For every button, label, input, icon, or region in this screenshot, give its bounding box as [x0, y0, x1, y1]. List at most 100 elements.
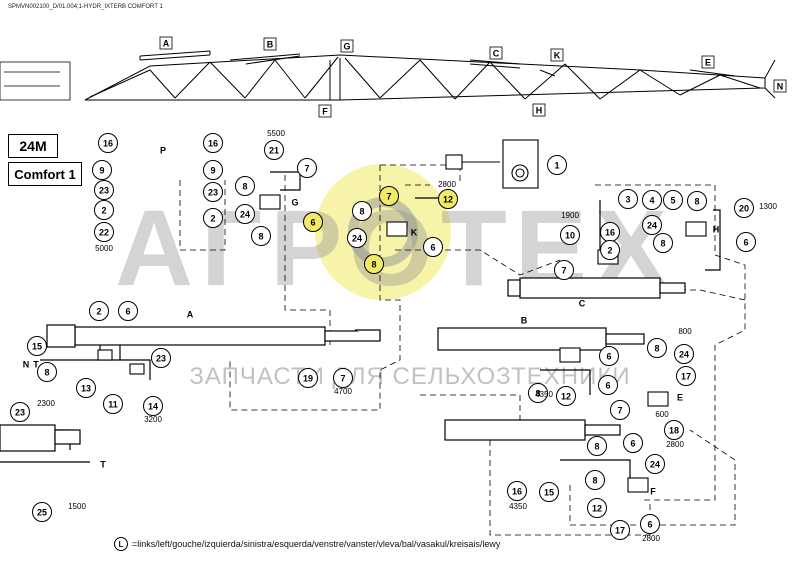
part-number: 6 [430, 242, 435, 252]
part-number: 6 [310, 217, 315, 227]
part-callout: 14 [143, 396, 163, 416]
hose-length-label: 1500 [68, 502, 86, 511]
part-number: 9 [210, 165, 215, 175]
part-number: 3 [625, 194, 630, 204]
part-callout: 24 [642, 215, 662, 235]
part-number: 17 [615, 525, 625, 535]
part-number: 8 [592, 475, 597, 485]
cylinder-a [46, 324, 381, 348]
part-number: 4 [649, 195, 654, 205]
hose-length-label: 2800 [666, 440, 684, 449]
legend-symbol: L [114, 537, 128, 551]
part-callout: 23 [94, 180, 114, 200]
part-callout: 4 [642, 190, 662, 210]
part-callout: 8 [364, 254, 384, 274]
part-callout: 6 [118, 301, 138, 321]
part-callout: 16 [203, 133, 223, 153]
part-callout: 17 [676, 366, 696, 386]
part-callout: 21 [264, 140, 284, 160]
group-letter: T [33, 360, 39, 370]
part-number: 8 [44, 367, 49, 377]
boom-section-tag: B [263, 37, 277, 51]
part-callout: 7 [379, 186, 399, 206]
part-number: 23 [15, 407, 25, 417]
part-callout: 15 [27, 336, 47, 356]
part-number: 11 [108, 399, 118, 409]
boom-section-tag: C [489, 46, 503, 60]
group-letter: A [187, 310, 194, 320]
hose-length-label: 5000 [95, 244, 113, 253]
part-callout: 7 [297, 158, 317, 178]
boom-section-tag: F [318, 104, 332, 118]
group-letter: H [713, 225, 720, 235]
part-callout: 24 [347, 228, 367, 248]
part-callout: 8 [251, 226, 271, 246]
part-number: 6 [125, 306, 130, 316]
part-callout: 8 [687, 191, 707, 211]
part-callout: 9 [203, 160, 223, 180]
part-number: 20 [739, 203, 749, 213]
part-number: 7 [304, 163, 309, 173]
part-callout: 16 [600, 222, 620, 242]
part-number: 23 [208, 187, 218, 197]
part-number: 14 [148, 401, 158, 411]
part-number: 8 [535, 388, 540, 398]
boom-size-label: 24M [8, 134, 58, 158]
boom-section-tag: N [773, 79, 787, 93]
hose-length-label: 4350 [509, 502, 527, 511]
part-number: 1 [554, 160, 559, 170]
legend: L =links/left/gouche/izquierda/sinistra/… [114, 537, 500, 551]
watermark-sub: ЗАПЧАСТИ ДЛЯ СЕЛЬХОЗТЕХНИКИ [189, 363, 630, 390]
group-letter: K [411, 228, 418, 238]
part-number: 8 [654, 343, 659, 353]
part-callout: 13 [76, 378, 96, 398]
part-number: 6 [647, 519, 652, 529]
hose-length-label: 3200 [144, 415, 162, 424]
part-number: 2 [96, 306, 101, 316]
cylinder-e [507, 277, 686, 299]
part-number: 7 [561, 265, 566, 275]
part-callout: 6 [640, 514, 660, 534]
part-number: 21 [269, 145, 279, 155]
part-callout: 24 [674, 344, 694, 364]
group-letter: T [100, 460, 106, 470]
document-id: SPMVN002100_D/01.004;1-HYDR_IXTERB COMFO… [8, 4, 163, 10]
part-callout: 7 [333, 368, 353, 388]
part-number: 6 [630, 438, 635, 448]
part-number: 8 [258, 231, 263, 241]
boom-section-tag: A [159, 36, 173, 50]
part-callout: 3 [618, 189, 638, 209]
boom-section-letter: K [554, 51, 561, 61]
part-number: 2 [607, 245, 612, 255]
part-number: 6 [743, 237, 748, 247]
part-number: 7 [340, 373, 345, 383]
part-callout: 17 [610, 520, 630, 540]
part-callout: 22 [94, 222, 114, 242]
part-number: 2 [210, 213, 215, 223]
part-callout: 16 [507, 481, 527, 501]
group-letter: N [23, 360, 30, 370]
part-callout: 20 [734, 198, 754, 218]
group-letter: E [677, 393, 683, 403]
boom-section-letter: E [705, 58, 711, 68]
valve-blocks [97, 139, 707, 493]
boom-outline [0, 50, 776, 101]
part-number: 8 [359, 206, 364, 216]
part-number: 17 [681, 371, 691, 381]
part-callout: 8 [352, 201, 372, 221]
part-number: 22 [99, 227, 109, 237]
hose-length-label: 1900 [561, 211, 579, 220]
cylinder-left [0, 424, 81, 452]
part-callout: 9 [92, 160, 112, 180]
boom-section-letter: N [777, 82, 784, 92]
part-callout: 2 [600, 240, 620, 260]
part-number: 6 [606, 351, 611, 361]
group-letter: C [579, 299, 586, 309]
part-callout: 1 [547, 155, 567, 175]
part-number: 8 [242, 181, 247, 191]
hose-length-label: 4350 [535, 390, 553, 399]
hose-length-label: 5500 [267, 129, 285, 138]
part-number: 24 [352, 233, 362, 243]
part-number: 12 [561, 391, 571, 401]
